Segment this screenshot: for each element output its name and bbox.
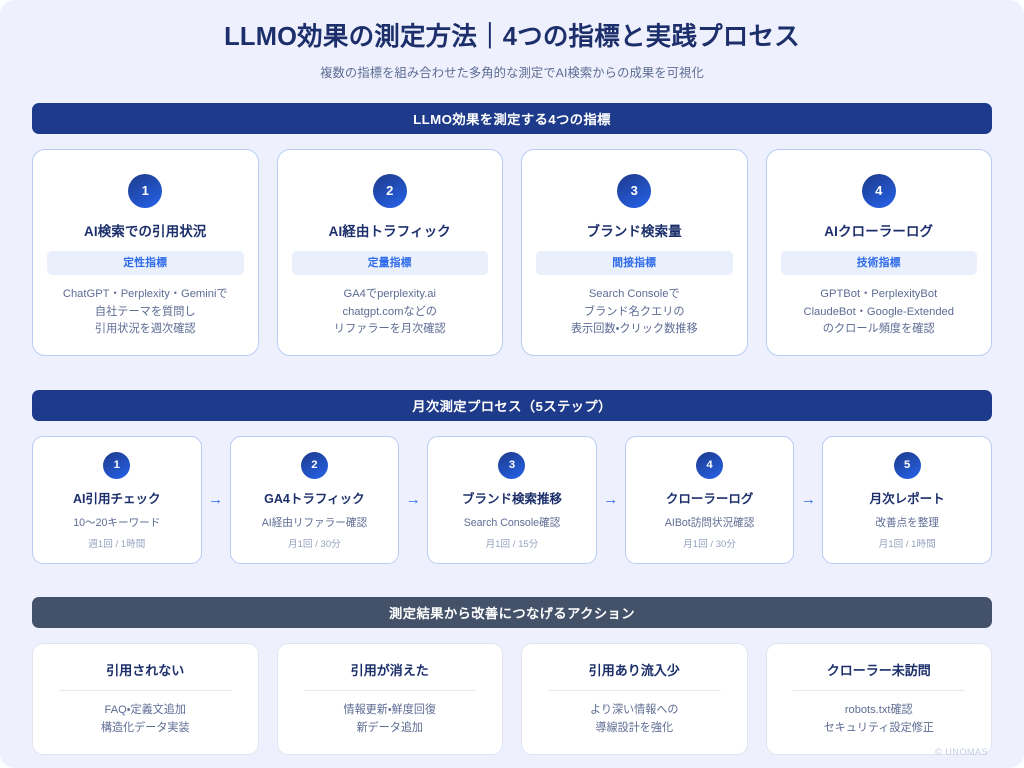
page-subtitle: 複数の指標を組み合わせた多角的な測定でAI検索からの成果を可視化: [320, 65, 704, 80]
step-number-badge-icon: 4: [696, 451, 724, 479]
metric-card-description: Search Consoleで ブランド名クエリの 表示回数・クリック数推移: [570, 287, 698, 336]
action-card-divider: [548, 689, 721, 691]
number-badge-icon: 2: [372, 173, 407, 208]
process-step-meta: 週1回 / 1時間: [88, 538, 146, 550]
action-card[interactable]: 引用されない FAQ・定義文追加 構造化データ実装: [32, 642, 259, 756]
copyright-text: © UNOMAS: [935, 747, 988, 757]
action-card-divider: [59, 689, 232, 691]
process-step-meta: 月1回 / 15分: [485, 538, 539, 550]
metric-card-description: GA4でperplexity.ai chatgpt.comなどの リファラーを月…: [333, 287, 446, 336]
process-step-card[interactable]: 1 AI引用チェック 10〜20キーワード 週1回 / 1時間: [32, 435, 202, 564]
metric-card-title: AI経由トラフィック: [328, 223, 451, 239]
process-step-meta: 月1回 / 30分: [683, 538, 736, 550]
process-step-card[interactable]: 5 月次レポート 改善点を整理 月1回 / 1時間: [822, 435, 992, 564]
metric-card[interactable]: 3 ブランド検索量 間接指標 Search Consoleで ブランド名クエリの…: [521, 148, 748, 356]
action-card-title: 引用が消えた: [350, 662, 429, 678]
arrow-right-icon: →: [603, 491, 619, 509]
action-card-title: 引用されない: [106, 662, 185, 678]
process-step-description: Search Console確認: [463, 516, 561, 529]
action-card[interactable]: クローラー未訪問 robots.txt確認 セキュリティ設定修正: [765, 642, 992, 756]
step-number-badge-icon: 2: [300, 451, 328, 479]
arrow-right-icon: →: [800, 491, 816, 509]
process-section-bar: 月次測定プロセス（5ステップ）: [32, 389, 992, 421]
metric-card-description: ChatGPT・Perplexity・Geminiで 自社テーマを質問し 引用状…: [62, 287, 228, 336]
metrics-section-bar: LLMO効果を測定する4つの指標: [32, 102, 992, 134]
actions-section-bar: 測定結果から改善につなげるアクション: [32, 596, 992, 628]
action-card-description: より深い情報への 導線設計を強化: [589, 703, 679, 734]
process-step-title: ブランド検索推移: [461, 491, 562, 506]
process-step-meta: 月1回 / 30分: [287, 538, 341, 550]
metric-card[interactable]: 1 AI検索での引用状況 定性指標 ChatGPT・Perplexity・Gem…: [32, 148, 259, 356]
metrics-section-bar-label: LLMO効果を測定する4つの指標: [413, 111, 611, 127]
metric-card-title: ブランド検索量: [586, 223, 682, 239]
process-step-title: 月次レポート: [869, 491, 945, 506]
actions-section-bar-label: 測定結果から改善につなげるアクション: [389, 605, 635, 621]
metric-card-tag: 間接指標: [536, 250, 733, 275]
process-step-title: AI引用チェック: [73, 491, 161, 506]
process-step-card[interactable]: 3 ブランド検索推移 Search Console確認 月1回 / 15分: [427, 435, 597, 564]
process-step-description: 10〜20キーワード: [73, 516, 161, 529]
process-section: 月次測定プロセス（5ステップ） 1 AI引用チェック 10〜20キーワード 週1…: [32, 389, 992, 564]
number-badge-icon: 3: [617, 173, 652, 208]
page-title: LLMO効果の測定方法｜4つの指標と実践プロセス: [224, 23, 800, 51]
process-step-description: AI経由リファラー確認: [261, 516, 368, 529]
metric-card-tag: 定性指標: [47, 250, 244, 275]
arrow-right-icon: →: [208, 491, 224, 509]
metric-card[interactable]: 2 AI経由トラフィック 定量指標 GA4でperplexity.ai chat…: [276, 148, 503, 356]
process-step-card[interactable]: 2 GA4トラフィック AI経由リファラー確認 月1回 / 30分: [229, 435, 400, 564]
metric-card-title: AIクローラーログ: [824, 223, 934, 239]
metric-card[interactable]: 4 AIクローラーログ 技術指標 GPTBot・PerplexityBot Cl…: [765, 148, 992, 356]
step-number-badge-icon: 5: [893, 451, 921, 479]
number-badge-icon: 1: [128, 173, 163, 208]
action-card-description: 情報更新・鮮度回復 新データ追加: [343, 703, 437, 734]
process-step-card[interactable]: 4 クローラーログ AIBot訪問状況確認 月1回 / 30分: [624, 435, 795, 564]
process-step-description: 改善点を整理: [875, 516, 939, 529]
process-step-title: クローラーログ: [665, 491, 754, 506]
metric-card-title: AI検索での引用状況: [83, 223, 207, 239]
process-step-meta: 月1回 / 1時間: [878, 538, 936, 550]
step-number-badge-icon: 1: [103, 451, 131, 479]
process-section-bar-label: 月次測定プロセス（5ステップ）: [412, 398, 612, 414]
action-card-divider: [303, 689, 476, 691]
action-card[interactable]: 引用あり流入少 より深い情報への 導線設計を強化: [521, 642, 748, 756]
metrics-section: LLMO効果を測定する4つの指標 1 AI検索での引用状況 定性指標 ChatG…: [32, 102, 992, 356]
metric-card-tag: 技術指標: [780, 250, 977, 275]
step-number-badge-icon: 3: [498, 451, 526, 479]
arrow-right-icon: →: [405, 491, 421, 509]
action-card-description: robots.txt確認 セキュリティ設定修正: [823, 703, 934, 734]
actions-section: 測定結果から改善につなげるアクション 引用されない FAQ・定義文追加 構造化デ…: [32, 596, 992, 756]
action-card-title: 引用あり流入少: [588, 662, 680, 678]
action-card-divider: [792, 689, 965, 691]
page-header: LLMO効果の測定方法｜4つの指標と実践プロセス 複数の指標を組み合わせた多角的…: [32, 0, 992, 81]
actions-row: 引用されない FAQ・定義文追加 構造化データ実装 引用が消えた 情報更新・鮮度…: [32, 642, 992, 756]
action-card-description: FAQ・定義文追加 構造化データ実装: [100, 703, 190, 734]
metrics-row: 1 AI検索での引用状況 定性指標 ChatGPT・Perplexity・Gem…: [32, 148, 992, 356]
metric-card-description: GPTBot・PerplexityBot ClaudeBot・Google-Ex…: [803, 287, 954, 336]
process-row: 1 AI引用チェック 10〜20キーワード 週1回 / 1時間 → 2 GA4ト…: [32, 435, 992, 564]
action-card[interactable]: 引用が消えた 情報更新・鮮度回復 新データ追加: [276, 642, 503, 756]
process-step-description: AIBot訪問状況確認: [664, 516, 755, 529]
metric-card-tag: 定量指標: [291, 250, 488, 275]
action-card-title: クローラー未訪問: [826, 662, 931, 678]
process-step-title: GA4トラフィック: [264, 491, 365, 506]
number-badge-icon: 4: [861, 173, 896, 208]
